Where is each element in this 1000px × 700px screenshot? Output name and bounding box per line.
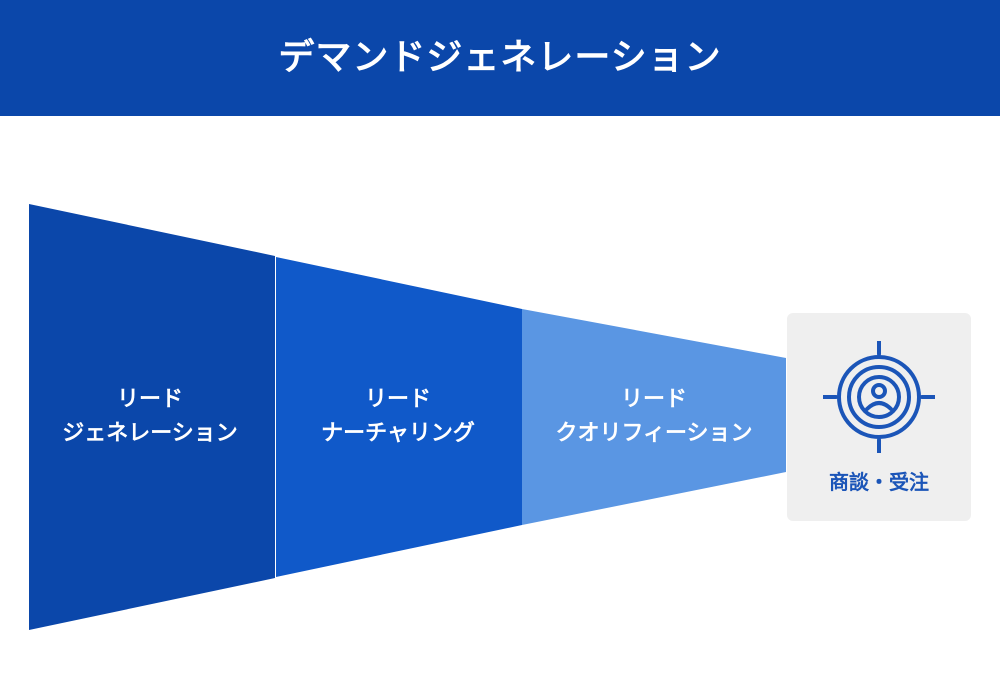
funnel-stage-1 bbox=[29, 204, 275, 630]
stage-label-3: リード クオリフィーション bbox=[555, 383, 752, 451]
stage-label-3-line1: リード bbox=[620, 387, 687, 412]
stage-label-2-line1: リード bbox=[364, 387, 431, 412]
stage-label-2: リード ナーチャリング bbox=[321, 383, 475, 451]
header-bar: デマンドジェネレーション bbox=[0, 0, 1000, 116]
goal-label: 商談・受注 bbox=[829, 470, 929, 494]
funnel-stage-3 bbox=[522, 309, 786, 525]
stage-label-1-line2: ジェネレーション bbox=[62, 421, 238, 446]
target-person-icon bbox=[823, 341, 935, 453]
stage-label-1: リード ジェネレーション bbox=[62, 383, 238, 451]
stage-label-3-line2: クオリフィーション bbox=[555, 421, 753, 446]
page-title: デマンドジェネレーション bbox=[278, 37, 722, 78]
funnel-stage-2 bbox=[276, 257, 522, 577]
stage-label-2-line2: ナーチャリング bbox=[321, 421, 475, 446]
stage-label-1-line1: リード bbox=[116, 387, 183, 412]
goal-card: 商談・受注 bbox=[787, 313, 971, 521]
